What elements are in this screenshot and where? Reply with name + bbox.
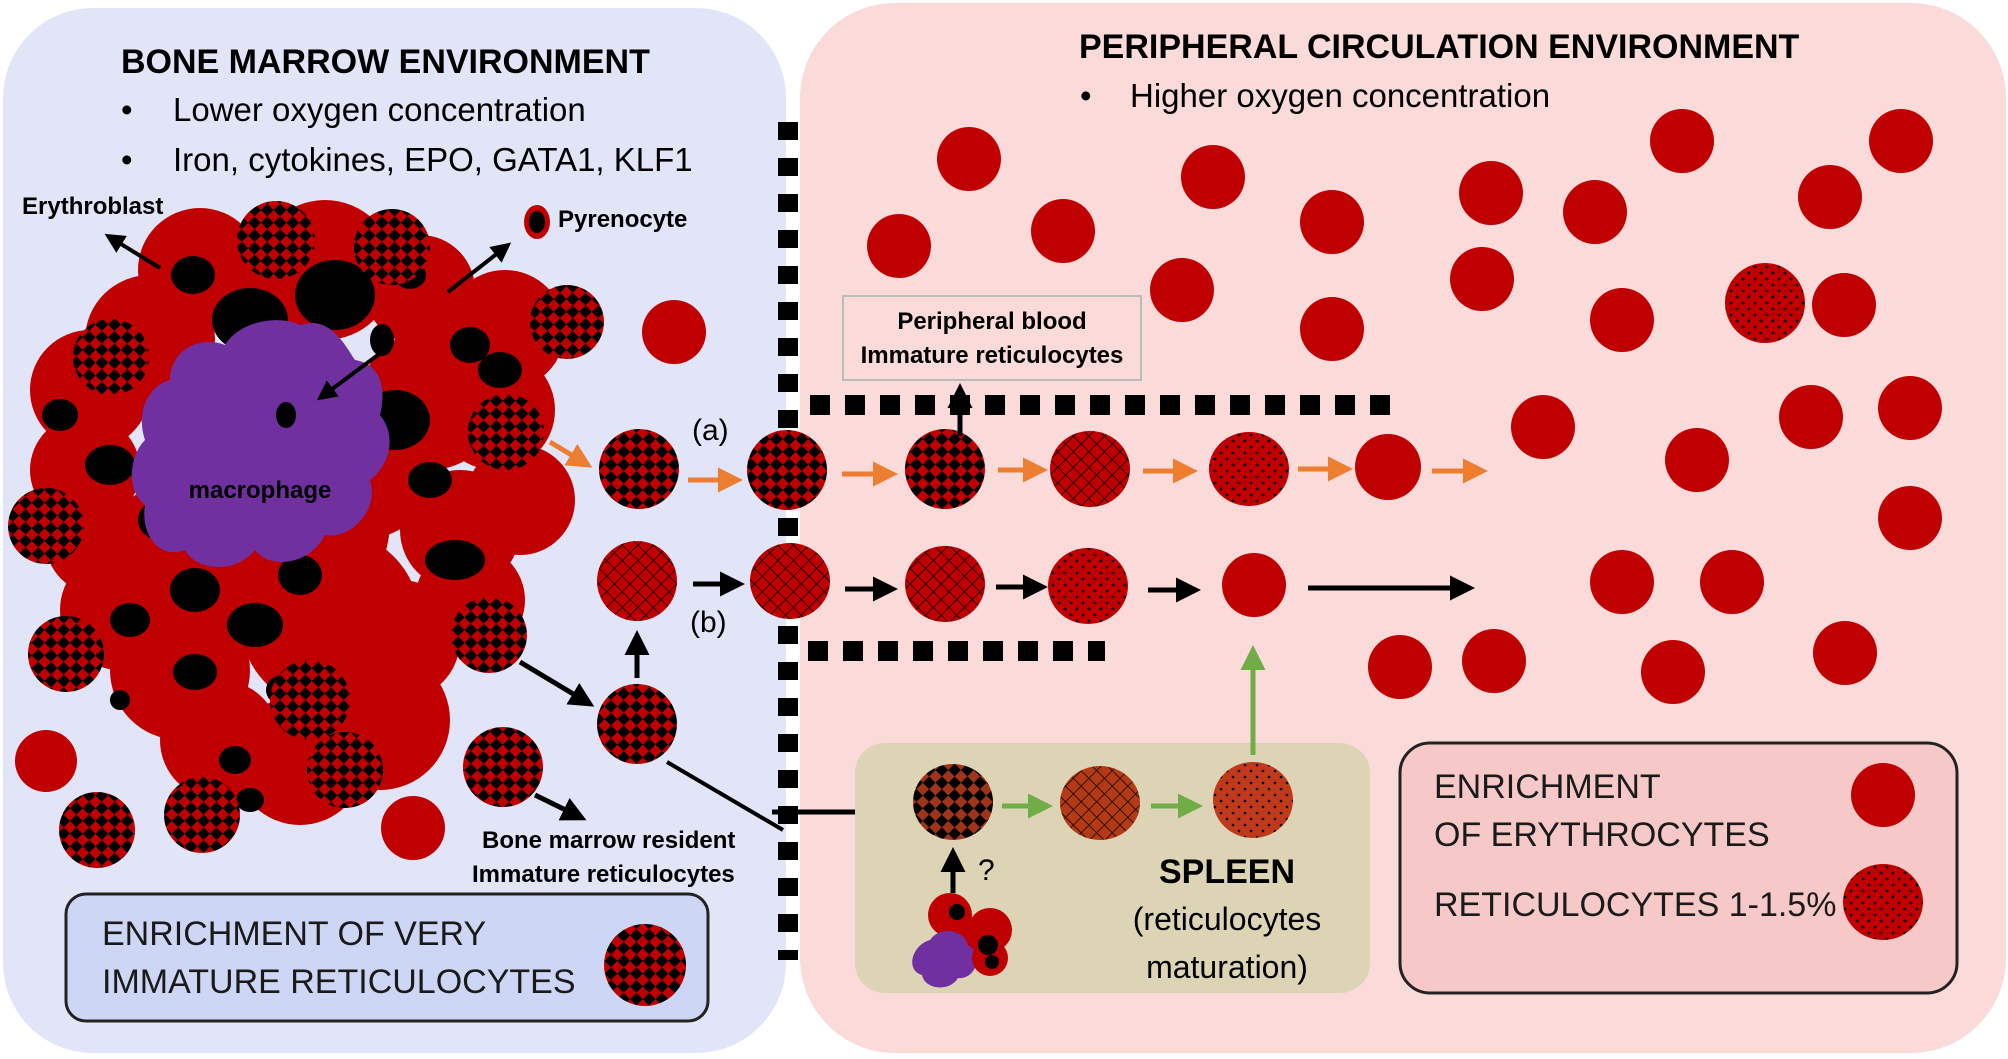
bm-legend-reticulocyte-icon [604,924,686,1006]
bm-resident-arrow [533,792,587,821]
peripheral-bullet-1: Higher oxygen concentration [1130,77,1550,114]
erythroblast-arrow [104,233,162,270]
pc-legend-box [1398,741,1959,995]
bm-reticulocyte [463,727,543,807]
spleen-macrophage-island [912,893,1012,988]
spleen-reticulocyte-3 [1213,762,1293,838]
spleen-title: SPLEEN [1159,853,1295,891]
peripheral-erythrocytes [867,109,1942,704]
pb-label-box [842,295,1142,381]
path-a-label: (a) [692,414,729,447]
pyrenocyte-label: Pyrenocyte [558,206,687,233]
spleen-reticulocyte-2 [1060,766,1140,840]
pc-legend-line3: RETICULOCYTES 1-1.5% [1434,886,1836,924]
pc-legend-line1: ENRICHMENT [1434,768,1661,806]
spleen-sub-1: (reticulocytes [1133,901,1322,937]
pb-label-2: Immature reticulocytes [861,342,1124,369]
bm-resident-label-2: Immature reticulocytes [472,861,735,888]
bone-marrow-bullet-1: Lower oxygen concentration [173,91,586,128]
bullet-dot: • [121,91,133,128]
spleen-question: ? [978,854,995,887]
bone-marrow-title: BONE MARROW ENVIRONMENT [121,43,650,81]
bm-resident-label-1: Bone marrow resident [482,827,735,854]
pyrenocyte-icon-nucleus [529,211,545,233]
pc-legend-line2: OF ERYTHROCYTES [1434,816,1770,854]
spleen-reticulocyte-1 [913,764,993,840]
bm-legend-line1: ENRICHMENT OF VERY [102,915,486,953]
dashed-boundaries [778,122,1390,960]
erythrocyte [642,300,706,364]
pathway-a [548,383,1488,510]
pc-legend-reticulocyte-icon [1843,864,1923,940]
bone-marrow-bullet-2: Iron, cytokines, EPO, GATA1, KLF1 [173,141,693,178]
bm-legend-box [64,892,710,1023]
bm-legend-line2: IMMATURE RETICULOCYTES [102,963,576,1001]
erythroblast-label: Erythroblast [22,193,163,220]
erythroblastic-island: macrophage [8,200,604,868]
erythrocyte [381,796,445,860]
peripheral-title: PERIPHERAL CIRCULATION ENVIRONMENT [1079,28,1800,66]
peripheral-reticulocyte [1725,263,1805,343]
bullet-dot: • [1080,77,1092,114]
bm-exit-path [518,630,885,832]
pyrenocyte-arrow [446,242,512,294]
bullet-dot: • [121,141,133,178]
macrophage-engulf-arrow [316,350,384,401]
pc-legend-erythrocyte-icon [1851,763,1915,827]
erythrocyte [15,730,77,792]
pathway-b [597,541,1475,624]
path-b-label: (b) [690,606,727,639]
macrophage-label: macrophage [189,477,332,504]
pb-label-1: Peripheral blood [897,308,1086,335]
spleen-sub-2: maturation) [1146,949,1308,985]
